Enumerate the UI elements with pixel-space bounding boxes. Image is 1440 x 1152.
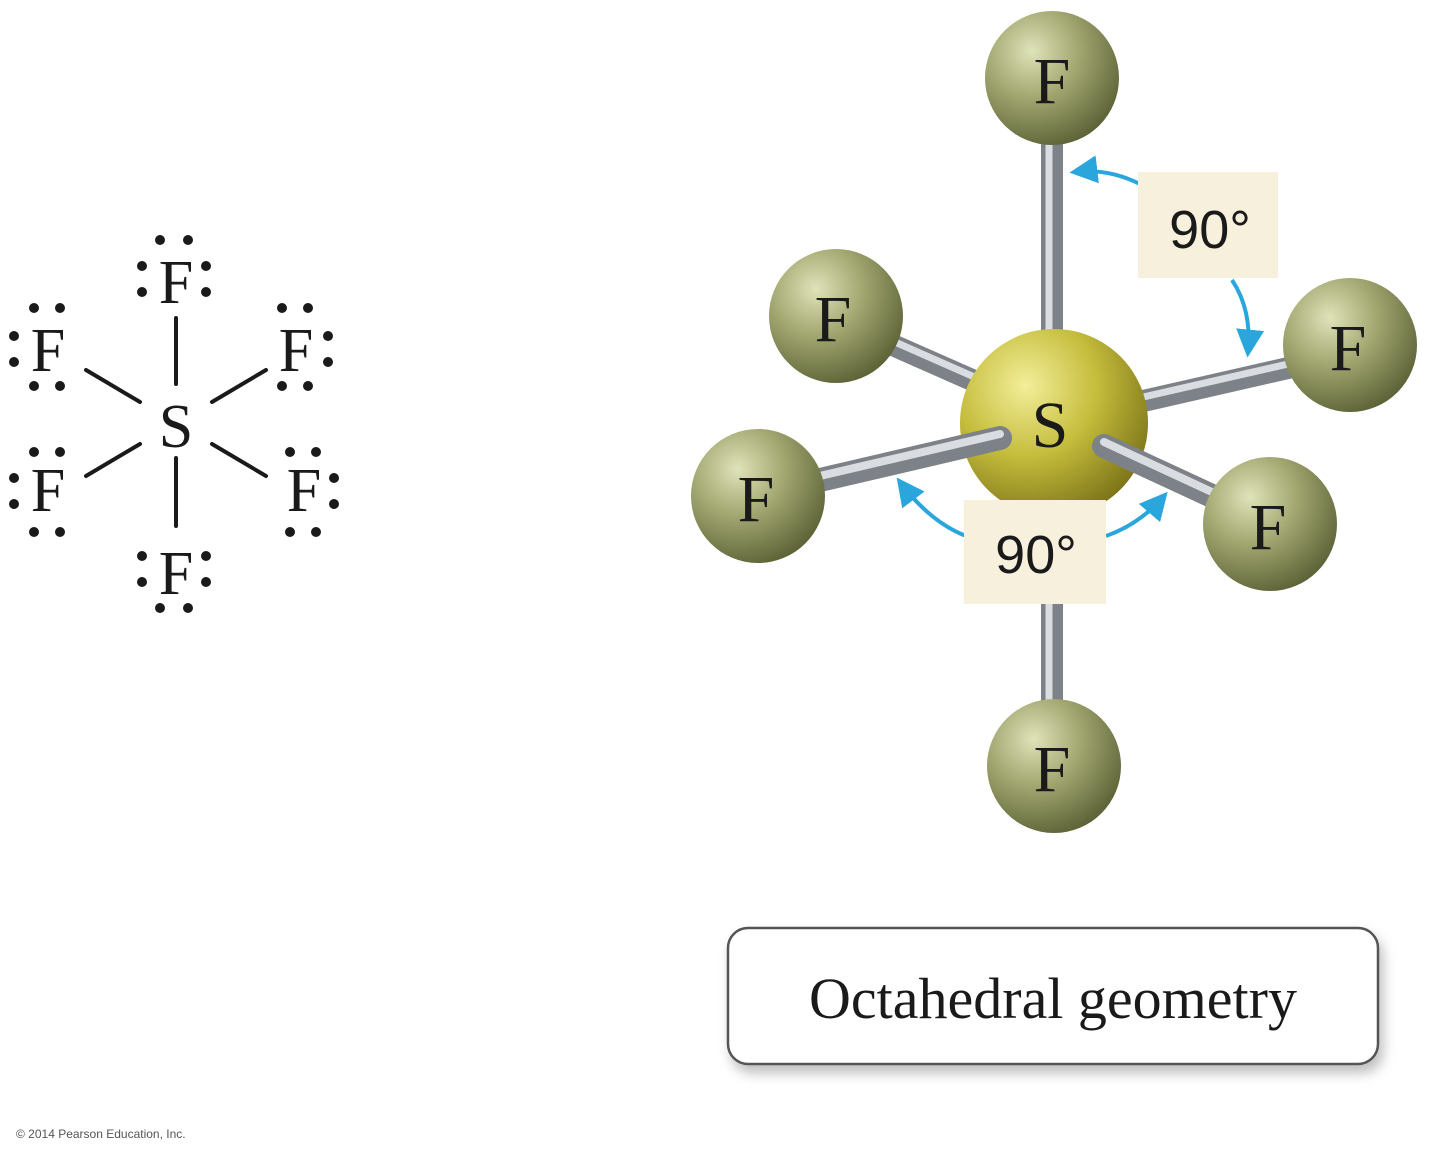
lewis-fluorine-lower-left: F [31, 457, 65, 525]
angle-arrow-lower-right [1105, 491, 1168, 538]
lewis-bond-upper-left [84, 368, 142, 404]
lewis-bond-lower-right [210, 442, 268, 478]
atom-label: F [1034, 733, 1071, 806]
angle-label-text: 90° [995, 525, 1077, 585]
lewis-central-atom: S [159, 393, 193, 461]
atom-label: F [1250, 491, 1287, 564]
angle-label-upper: 90° [1138, 172, 1278, 278]
fluorine-atom-lower-right: F [1203, 457, 1337, 591]
lewis-fluorine-bottom: F [159, 540, 193, 608]
atom-label: F [738, 463, 775, 536]
ball-and-stick-model: F F F S F F [691, 11, 1417, 833]
angle-arrow-lower-left [896, 477, 967, 538]
lewis-fluorine-top: F [159, 249, 193, 317]
atom-label: F [815, 283, 852, 356]
atom-label: S [1032, 389, 1069, 462]
angle-arrows [896, 155, 1265, 538]
fluorine-atom-bottom: F [987, 699, 1121, 833]
copyright-notice: © 2014 Pearson Education, Inc. [16, 1127, 186, 1141]
lewis-fluorine-lower-right: F [287, 457, 321, 525]
lewis-bond-lower-left [84, 442, 142, 478]
lewis-structure: S F F F F F F [9, 235, 339, 613]
fluorine-atom-upper-left: F [769, 249, 903, 383]
lewis-bonds [84, 316, 268, 528]
angle-label-lower: 90° [964, 500, 1106, 604]
angle-label-text: 90° [1169, 200, 1251, 260]
lewis-fluorine-upper-left: F [31, 317, 65, 385]
atom-label: F [1034, 45, 1071, 118]
angle-arrow-upper [1069, 155, 1141, 186]
fluorine-atom-top: F [985, 11, 1119, 145]
lewis-fluorine-upper-right: F [279, 317, 313, 385]
caption-box: Octahedral geometry [726, 926, 1380, 1066]
lewis-bond-upper-right [210, 368, 268, 404]
fluorine-atom-upper-right: F [1283, 278, 1417, 412]
sulfur-atom: S [960, 329, 1148, 517]
caption-text: Octahedral geometry [809, 966, 1297, 1031]
atom-label: F [1330, 312, 1367, 385]
fluorine-atom-lower-left: F [691, 429, 825, 563]
lewis-lone-pairs [9, 235, 339, 613]
angle-arrow-upper-right [1230, 278, 1265, 358]
